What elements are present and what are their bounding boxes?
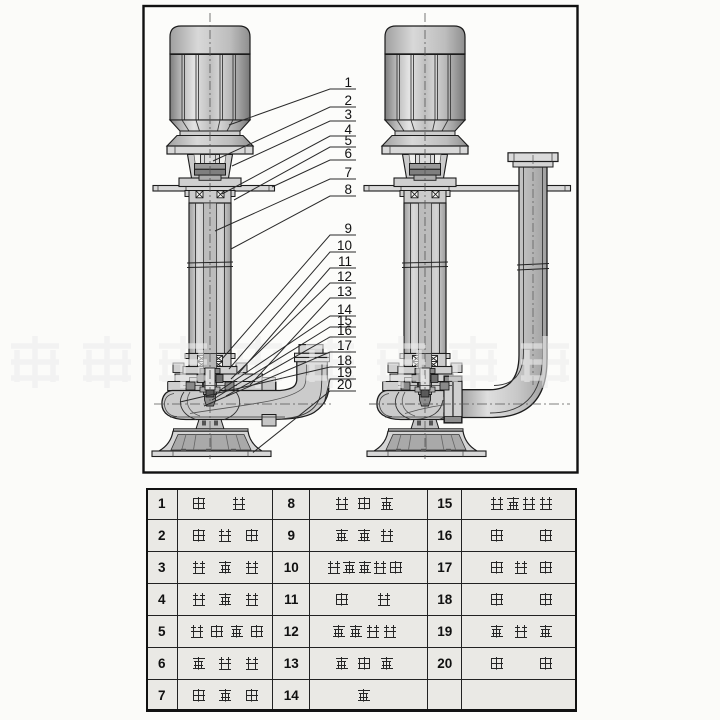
svg-text:14: 14 bbox=[337, 302, 353, 317]
svg-text:8: 8 bbox=[344, 182, 352, 197]
svg-text:19: 19 bbox=[337, 365, 352, 380]
svg-text:1: 1 bbox=[344, 75, 352, 90]
svg-text:15: 15 bbox=[337, 313, 352, 328]
svg-text:7: 7 bbox=[344, 165, 352, 180]
svg-text:3: 3 bbox=[344, 107, 352, 122]
svg-text:20: 20 bbox=[337, 377, 352, 392]
svg-text:17: 17 bbox=[337, 338, 352, 353]
svg-text:16: 16 bbox=[337, 323, 352, 338]
svg-text:10: 10 bbox=[337, 238, 352, 253]
svg-text:2: 2 bbox=[344, 93, 352, 108]
svg-text:9: 9 bbox=[344, 221, 352, 236]
svg-text:13: 13 bbox=[337, 284, 352, 299]
svg-text:18: 18 bbox=[337, 353, 352, 368]
svg-text:5: 5 bbox=[344, 133, 352, 148]
svg-text:12: 12 bbox=[337, 269, 352, 284]
svg-text:4: 4 bbox=[344, 122, 352, 137]
svg-text:6: 6 bbox=[344, 146, 352, 161]
svg-text:11: 11 bbox=[338, 254, 352, 269]
